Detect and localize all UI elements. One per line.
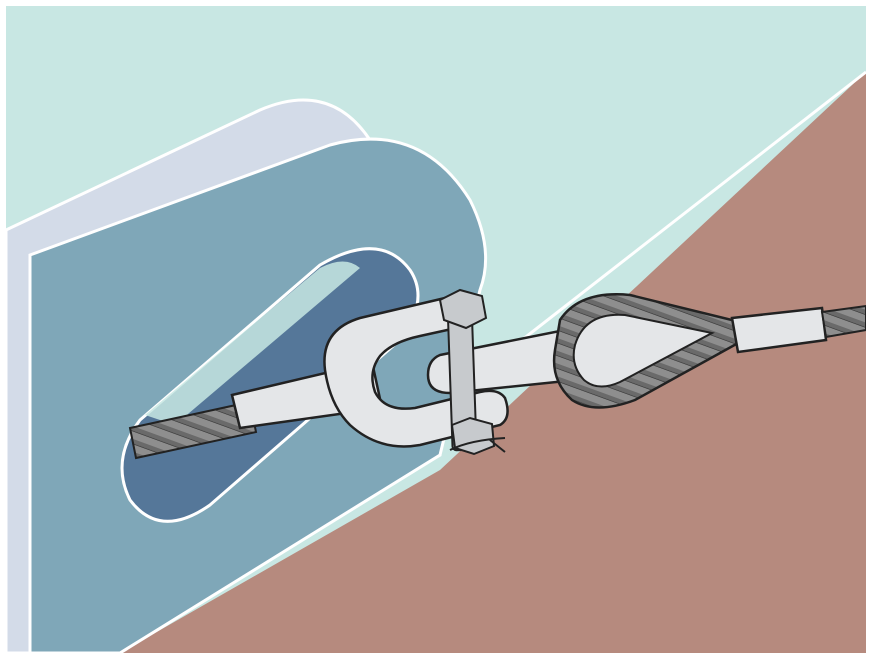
- bolt-nut-bottom: [452, 418, 494, 454]
